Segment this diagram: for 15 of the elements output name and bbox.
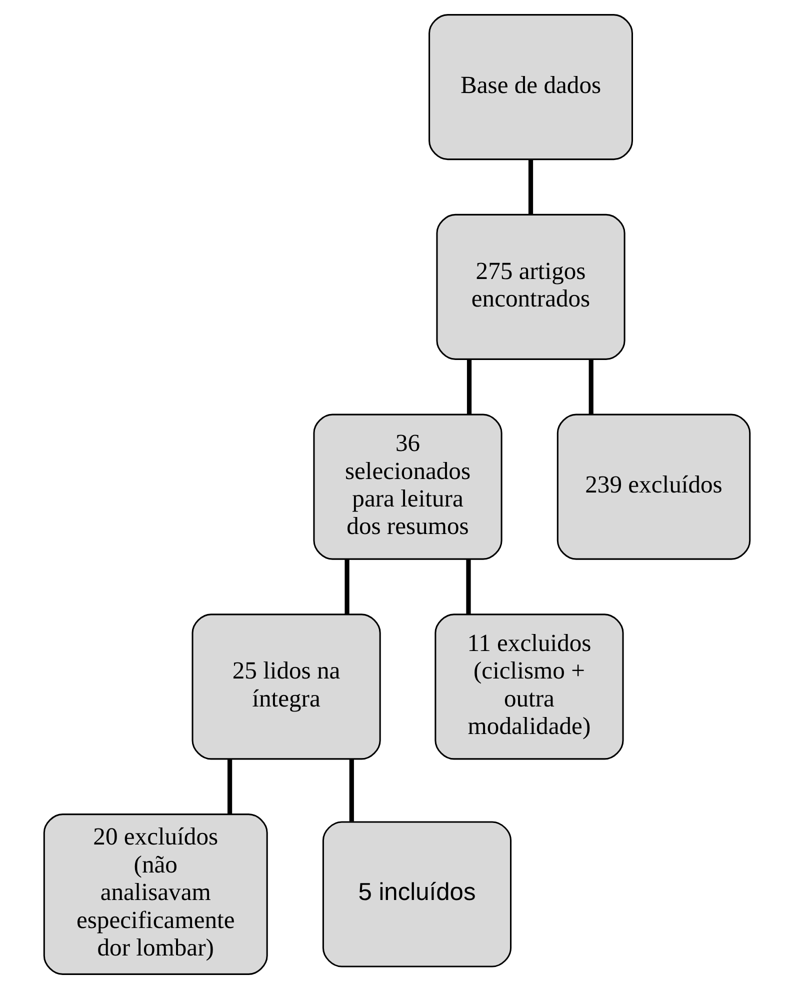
connector [344, 560, 350, 614]
node-box: 5 incluídos [322, 821, 512, 968]
connector [588, 360, 594, 414]
node-box: 20 excluídos (não analisavam especificamente dor lombar) [43, 814, 268, 975]
node-box: 11 excluidos (ciclismo + outra modalidade) [434, 614, 624, 760]
node-box: 275 artigos encontrados [436, 214, 626, 360]
node-box: 36 selecionados para leitura dos resumos [313, 414, 502, 560]
node-box: 25 lidos na íntegra [192, 614, 381, 760]
node-box: 239 excluídos [556, 414, 751, 560]
node-box: Base de dados [428, 14, 633, 160]
connector [228, 759, 232, 814]
connector [466, 360, 472, 414]
connector [349, 759, 354, 822]
connector [528, 160, 534, 215]
connector [466, 560, 471, 614]
